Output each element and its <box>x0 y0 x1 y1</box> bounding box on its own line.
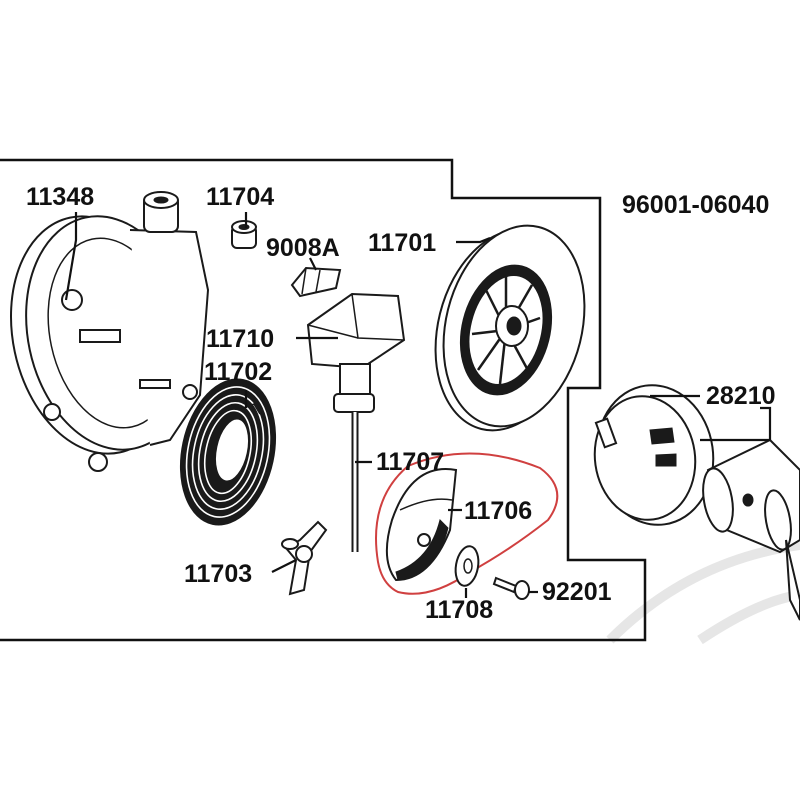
part-labels: 11348 11704 9008A 11701 96001-06040 1171… <box>26 183 776 624</box>
label-11348: 11348 <box>26 183 94 211</box>
handle-11710 <box>306 292 406 413</box>
label-11702: 11702 <box>204 358 272 386</box>
bolt-92201 <box>492 576 530 600</box>
label-9008A: 9008A <box>266 234 340 262</box>
spring-11702 <box>179 378 277 526</box>
label-11701: 11701 <box>368 229 436 257</box>
label-28210: 28210 <box>706 382 776 410</box>
clutch-28210 <box>593 384 800 621</box>
label-11708: 11708 <box>425 596 493 624</box>
label-96001-06040: 96001-06040 <box>622 191 769 219</box>
guide-plate-11706 <box>385 468 458 582</box>
frame-border <box>0 158 647 642</box>
ratchet-11703 <box>281 520 328 596</box>
label-11710: 11710 <box>206 325 274 353</box>
bushing-11704 <box>231 220 257 249</box>
label-11706: 11706 <box>464 497 532 525</box>
pad-9008A <box>290 266 342 298</box>
label-92201: 92201 <box>542 578 612 606</box>
washer-11708 <box>454 545 480 587</box>
highlight-outline <box>375 452 559 595</box>
label-11704: 11704 <box>206 183 274 211</box>
pulley-11701 <box>434 224 586 432</box>
leader-lines <box>64 212 772 598</box>
starter-case <box>10 191 210 472</box>
label-11707: 11707 <box>376 448 444 476</box>
label-11703: 11703 <box>184 560 252 588</box>
